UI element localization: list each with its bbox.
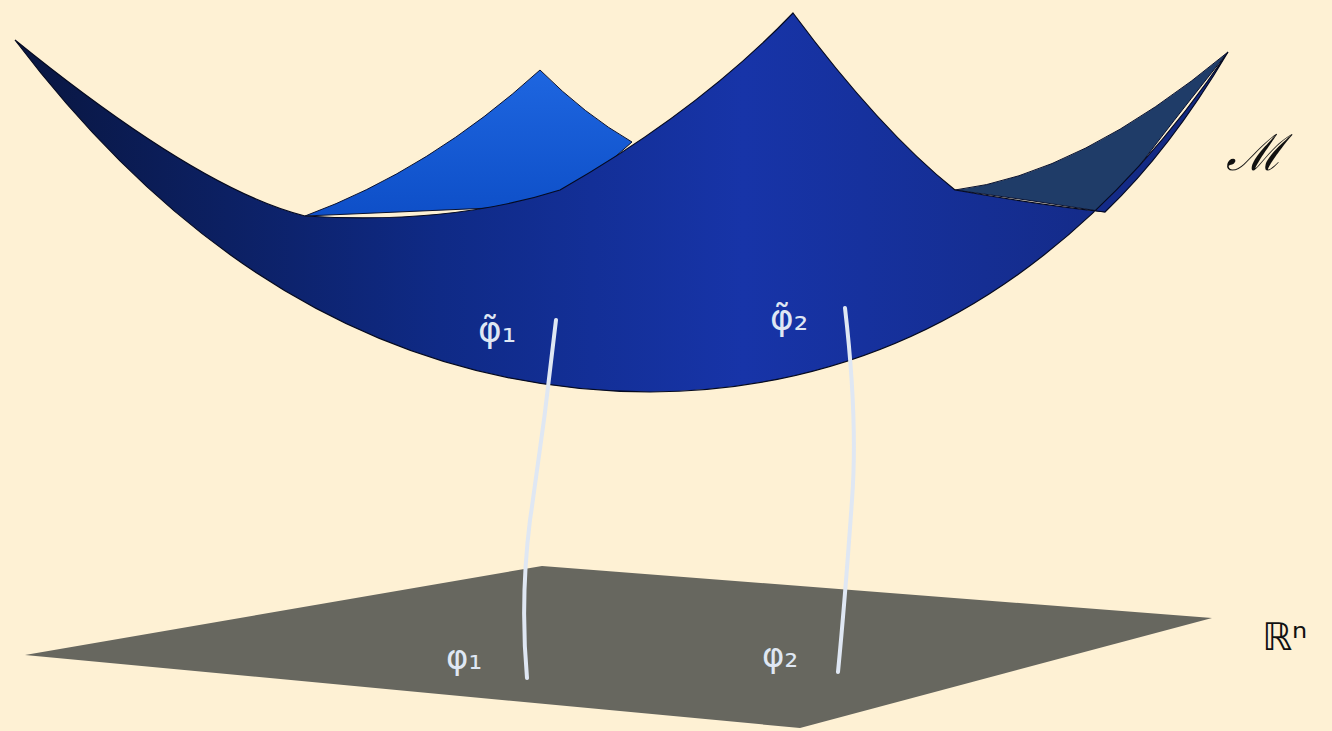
space-label: ℝⁿ (1262, 618, 1307, 656)
manifold-label: ℳ (1226, 128, 1284, 178)
lift-line (838, 308, 854, 672)
manifold-back-sheet-right (955, 52, 1228, 212)
manifold-front-sheet (15, 13, 1228, 392)
euclidean-plane (25, 566, 1212, 728)
lift-label: φ̃₁ (478, 312, 516, 348)
curve-label: φ₂ (762, 638, 798, 672)
lift-line (524, 320, 556, 678)
lift-label: φ̃₂ (770, 300, 808, 336)
curve-label: φ₁ (446, 640, 482, 674)
